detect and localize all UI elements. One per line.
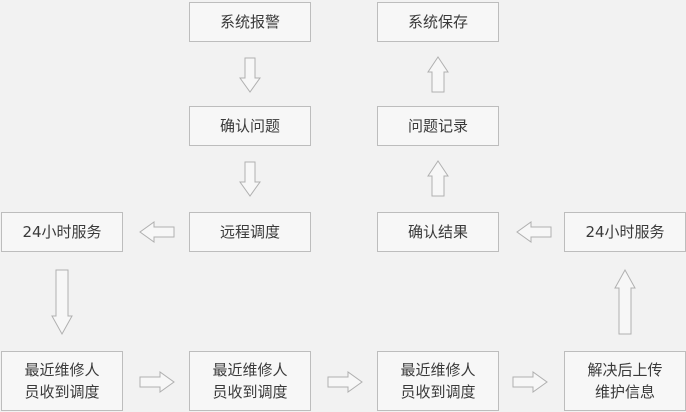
node-remote-dispatch: 远程调度: [189, 212, 311, 252]
node-nearest-repair-1: 最近维修人 员收到调度: [1, 351, 123, 411]
node-nearest-repair-2: 最近维修人 员收到调度: [189, 351, 311, 411]
arrow-down-service-to-repair: [51, 269, 73, 336]
node-resolve-upload: 解决后上传 维护信息: [564, 351, 686, 411]
arrow-up-resolve-to-service: [614, 268, 636, 335]
arrow-down-alarm-to-confirm: [239, 57, 261, 93]
arrow-down-confirm-to-dispatch: [239, 161, 261, 197]
node-issue-record: 问题记录: [377, 106, 499, 146]
arrow-up-record-to-save: [427, 56, 449, 93]
node-service-24h-right: 24小时服务: [564, 212, 686, 252]
node-system-alarm: 系统报警: [189, 2, 311, 42]
node-confirm-issue: 确认问题: [189, 106, 311, 146]
arrow-right-repair1-to-repair2: [139, 371, 175, 393]
arrow-right-repair3-to-resolve: [512, 371, 548, 393]
node-confirm-result: 确认结果: [377, 212, 499, 252]
arrow-up-result-to-record: [427, 160, 449, 197]
arrow-left-dispatch-to-service: [139, 221, 175, 243]
node-service-24h-left: 24小时服务: [1, 212, 123, 252]
node-system-save: 系统保存: [377, 2, 499, 42]
arrow-left-service-to-result: [516, 221, 552, 243]
node-nearest-repair-3: 最近维修人 员收到调度: [377, 351, 499, 411]
arrow-right-repair2-to-repair3: [327, 371, 363, 393]
